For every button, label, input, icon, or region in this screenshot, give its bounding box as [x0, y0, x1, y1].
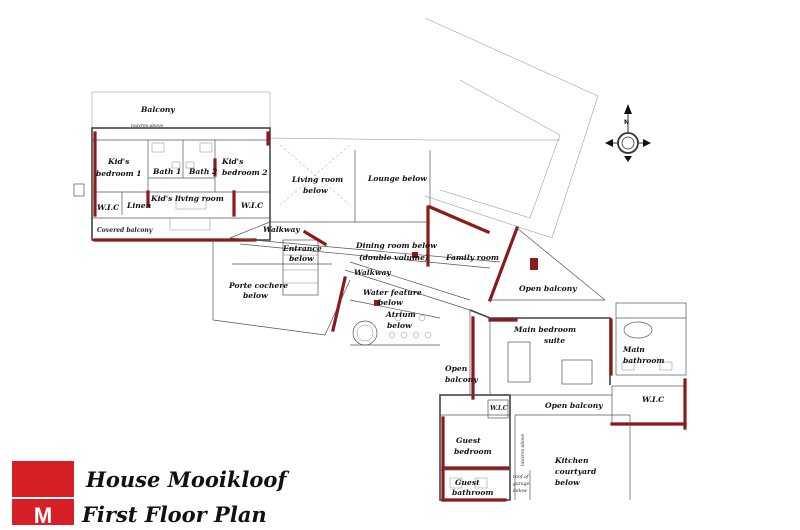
label-atrium-below: below [387, 321, 412, 330]
logo-block [12, 461, 74, 525]
label-open-balcony-left: Open [445, 364, 468, 373]
label-wic-kids2: W.I.C [241, 201, 263, 210]
family-room-block [427, 204, 606, 303]
label-walkway-lower: Walkway [354, 268, 391, 277]
label-walkway-upper: Walkway [263, 225, 300, 234]
plan-subtitle: First Floor Plan [81, 502, 267, 527]
label-atrium-below: Atrium [385, 310, 416, 319]
label-kids-living-room: Kid's living room [150, 194, 224, 203]
label-wic-small: W.I.C [490, 405, 508, 412]
label-family-room: Family room [445, 253, 499, 262]
label-entrance-below: Entrance [282, 244, 322, 253]
label-guest-bathroom: bathroom [452, 488, 493, 497]
label-linen: Linen [126, 201, 152, 210]
main-suite [469, 302, 687, 430]
roof-outline [91, 17, 599, 239]
kids-wing [73, 127, 271, 242]
logo-letter: M [34, 503, 52, 528]
label-main-bathroom: bathroom [623, 356, 664, 365]
label-porte-cochere-below: Porte cochere [228, 281, 288, 290]
label-roof-of-garage: garage [513, 482, 530, 487]
label-lounge-below: Lounge below [367, 174, 427, 183]
label-kitchen-courtyard-below: courtyard [555, 467, 597, 476]
label-kids-bedroom-1: Kid's [107, 157, 130, 166]
label-kids-bedroom-2: bedroom 2 [222, 168, 268, 177]
label-bath-1: Bath 1 [152, 167, 181, 176]
label-kids-bedroom-1: bedroom 1 [96, 169, 142, 178]
room-labels: Balcony louvres above Kid's bedroom 1 Ba… [96, 105, 664, 497]
label-main-bathroom: Main [622, 345, 645, 354]
label-open-balcony-left: balcony [445, 375, 478, 384]
label-dining-room-below: (double volume) [359, 253, 429, 262]
central-area [212, 140, 501, 346]
label-guest-bedroom: bedroom [454, 447, 492, 456]
label-entrance-below: below [289, 254, 314, 263]
label-roof-of-garage: roof of [513, 474, 530, 480]
label-wic-main: W.I.C [642, 395, 664, 404]
label-wic-left: W.I.C [97, 203, 119, 212]
label-main-bedroom-suite: Main bedroom [513, 325, 576, 334]
label-covered-balcony: Covered balcony [97, 227, 153, 234]
label-open-balcony-upper: Open balcony [519, 284, 577, 293]
label-open-balcony-lower: Open balcony [545, 401, 603, 410]
brand-logo: M [12, 461, 74, 528]
label-water-feature-below: Water feature [363, 288, 422, 297]
label-living-room-below: Living room [291, 175, 343, 184]
label-living-room-below: below [303, 186, 328, 195]
label-louvres-above-guest: louvres above [520, 433, 526, 466]
label-balcony: Balcony [140, 105, 175, 114]
label-water-feature-below: below [378, 298, 403, 307]
guest-wing [439, 394, 631, 502]
label-roof-of-garage: below [513, 488, 527, 494]
label-bath-2: Bath 2 [188, 167, 217, 176]
label-guest-bedroom: Guest [456, 436, 481, 445]
label-guest-bathroom: Guest [455, 478, 480, 487]
label-louvres-above: louvres above [131, 123, 164, 129]
label-kitchen-courtyard-below: Kitchen [554, 456, 589, 465]
label-porte-cochere-below: below [243, 291, 268, 300]
label-kitchen-courtyard-below: below [555, 478, 580, 487]
label-kids-bedroom-2: Kid's [221, 157, 244, 166]
compass-north-label: N [624, 119, 629, 126]
north-compass: N [605, 104, 651, 162]
label-dining-room-below: Dining room below [355, 241, 437, 250]
label-main-bedroom-suite: suite [544, 336, 565, 345]
plan-title: House Mooikloof [85, 467, 290, 492]
